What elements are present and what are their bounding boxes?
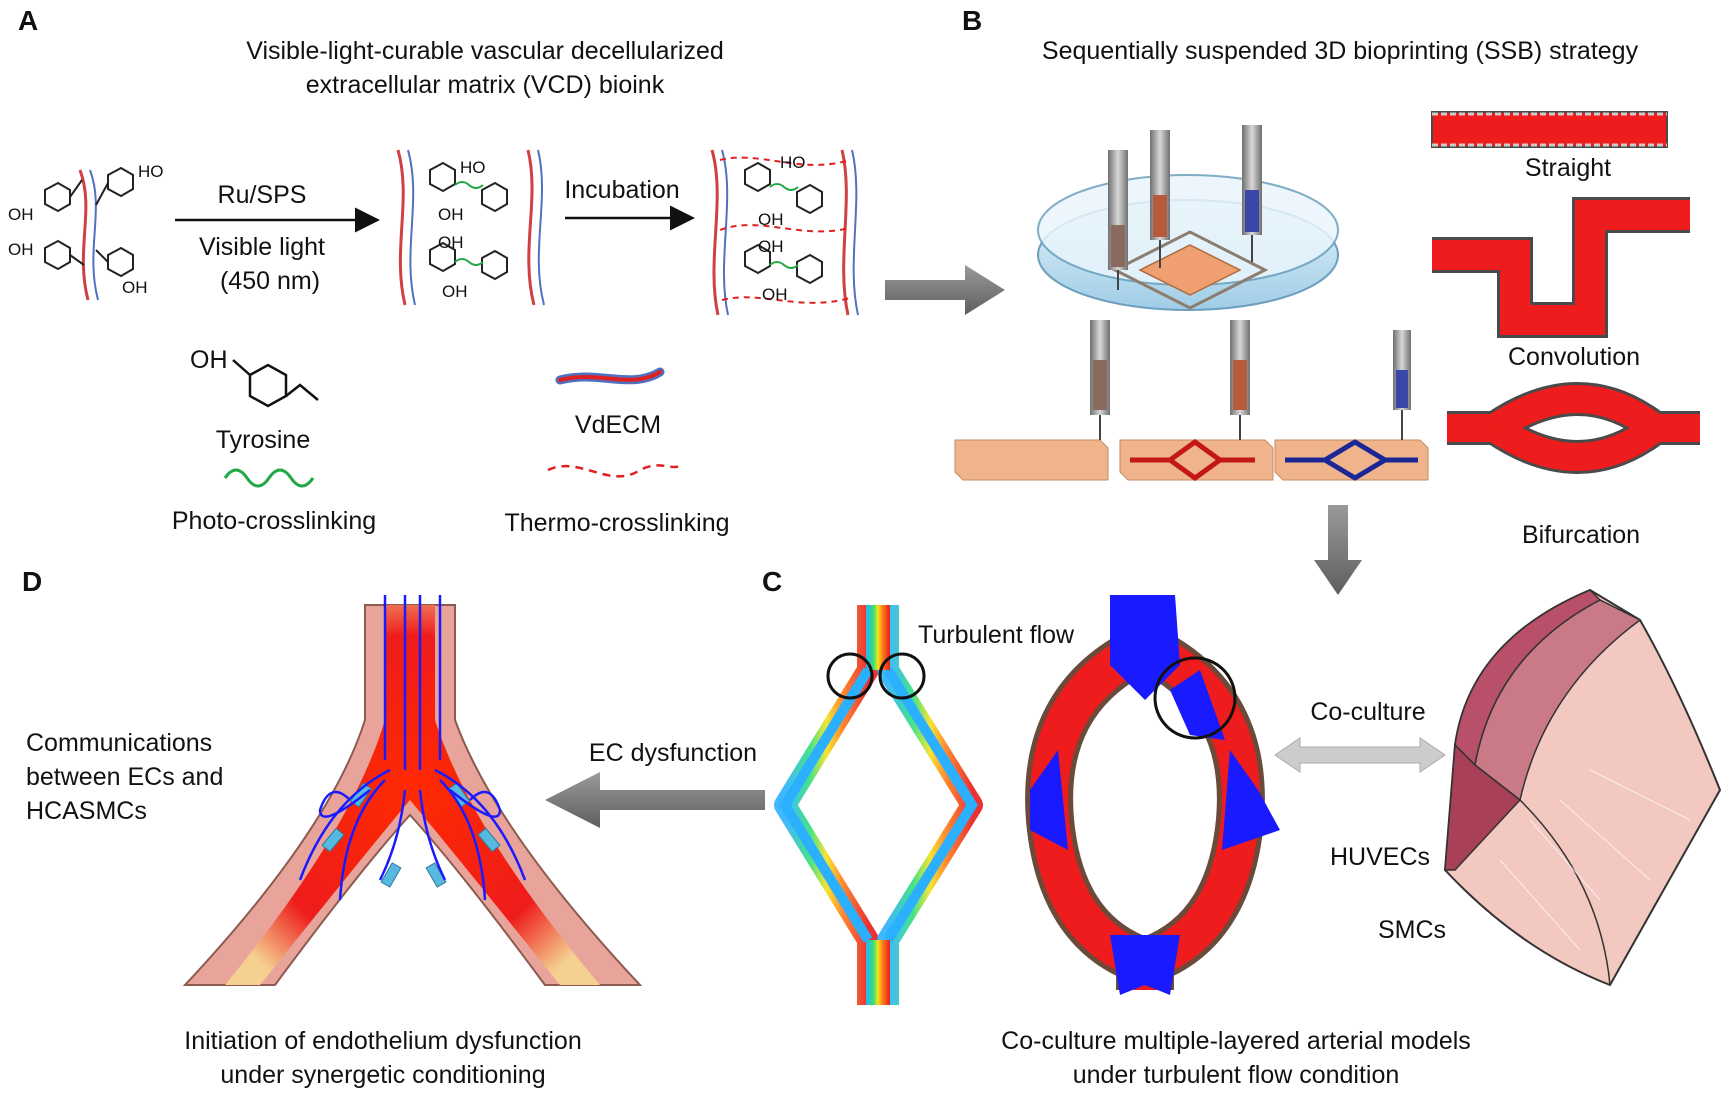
communications-line2: between ECs and xyxy=(26,763,224,791)
chem-oh-5: OH xyxy=(438,233,464,252)
chem-ho-1: HO xyxy=(138,162,164,181)
panel-d-vessel xyxy=(182,595,765,986)
panel-c-letter: C xyxy=(762,566,783,597)
panel-c-caption-line1: Co-culture multiple-layered arterial mod… xyxy=(1001,1027,1471,1055)
panel-d-caption-line1: Initiation of endothelium dysfunction xyxy=(184,1027,582,1055)
panel-a-title-line2: extracellular matrix (VCD) bioink xyxy=(305,71,665,99)
tyrosine-label: Tyrosine xyxy=(215,426,311,454)
panel-d-caption-line2: under synergetic conditioning xyxy=(220,1061,546,1089)
reaction-visible-light: Visible light xyxy=(198,233,326,261)
panel-a-title-line1: Visible-light-curable vascular decellula… xyxy=(246,37,724,65)
vdecm-label: VdECM xyxy=(574,411,662,439)
chem-ho-3: HO xyxy=(780,153,806,172)
ec-dysfunction-label: EC dysfunction xyxy=(588,739,758,767)
panel-b-letter: B xyxy=(962,5,983,36)
reaction-ru-sps: Ru/SPS xyxy=(217,181,307,209)
communications-line3: HCASMCs xyxy=(26,797,147,825)
huvecs-label: HUVECs xyxy=(1330,843,1431,871)
chem-oh-8: OH xyxy=(758,237,784,256)
thermo-crosslinking-label: Thermo-crosslinking xyxy=(504,509,730,537)
panel-c-simulation xyxy=(774,588,1722,1005)
panel-b-printing xyxy=(954,111,1700,595)
reaction-wavelength: (450 nm) xyxy=(219,267,321,295)
chem-oh-6: OH xyxy=(442,282,468,301)
chem-oh-2: OH xyxy=(8,240,34,259)
co-culture-label: Co-culture xyxy=(1310,698,1426,726)
chem-oh-7: OH xyxy=(758,210,784,229)
tyrosine-oh: OH xyxy=(190,346,228,374)
bifurcation-label: Bifurcation xyxy=(1521,521,1641,549)
straight-label: Straight xyxy=(1524,154,1612,182)
panel-d-letter: D xyxy=(22,566,43,597)
panel-a-chemistry xyxy=(44,149,1005,488)
convolution-label: Convolution xyxy=(1507,343,1641,371)
panel-b-title: Sequentially suspended 3D bioprinting (S… xyxy=(1041,37,1639,65)
reaction-incubation: Incubation xyxy=(564,176,680,204)
turbulent-flow-label: Turbulent flow xyxy=(918,621,1075,649)
chem-oh-4: OH xyxy=(438,205,464,224)
smcs-label: SMCs xyxy=(1378,916,1447,944)
chem-oh-3: OH xyxy=(122,278,148,297)
panel-c-caption-line2: under turbulent flow condition xyxy=(1072,1061,1400,1089)
panel-a-letter: A xyxy=(18,5,39,36)
chem-oh-9: OH xyxy=(762,285,788,304)
communications-line1: Communications xyxy=(26,729,213,757)
chem-oh-1: OH xyxy=(8,205,34,224)
photo-crosslinking-label: Photo-crosslinking xyxy=(171,507,377,535)
chem-ho-2: HO xyxy=(460,158,486,177)
